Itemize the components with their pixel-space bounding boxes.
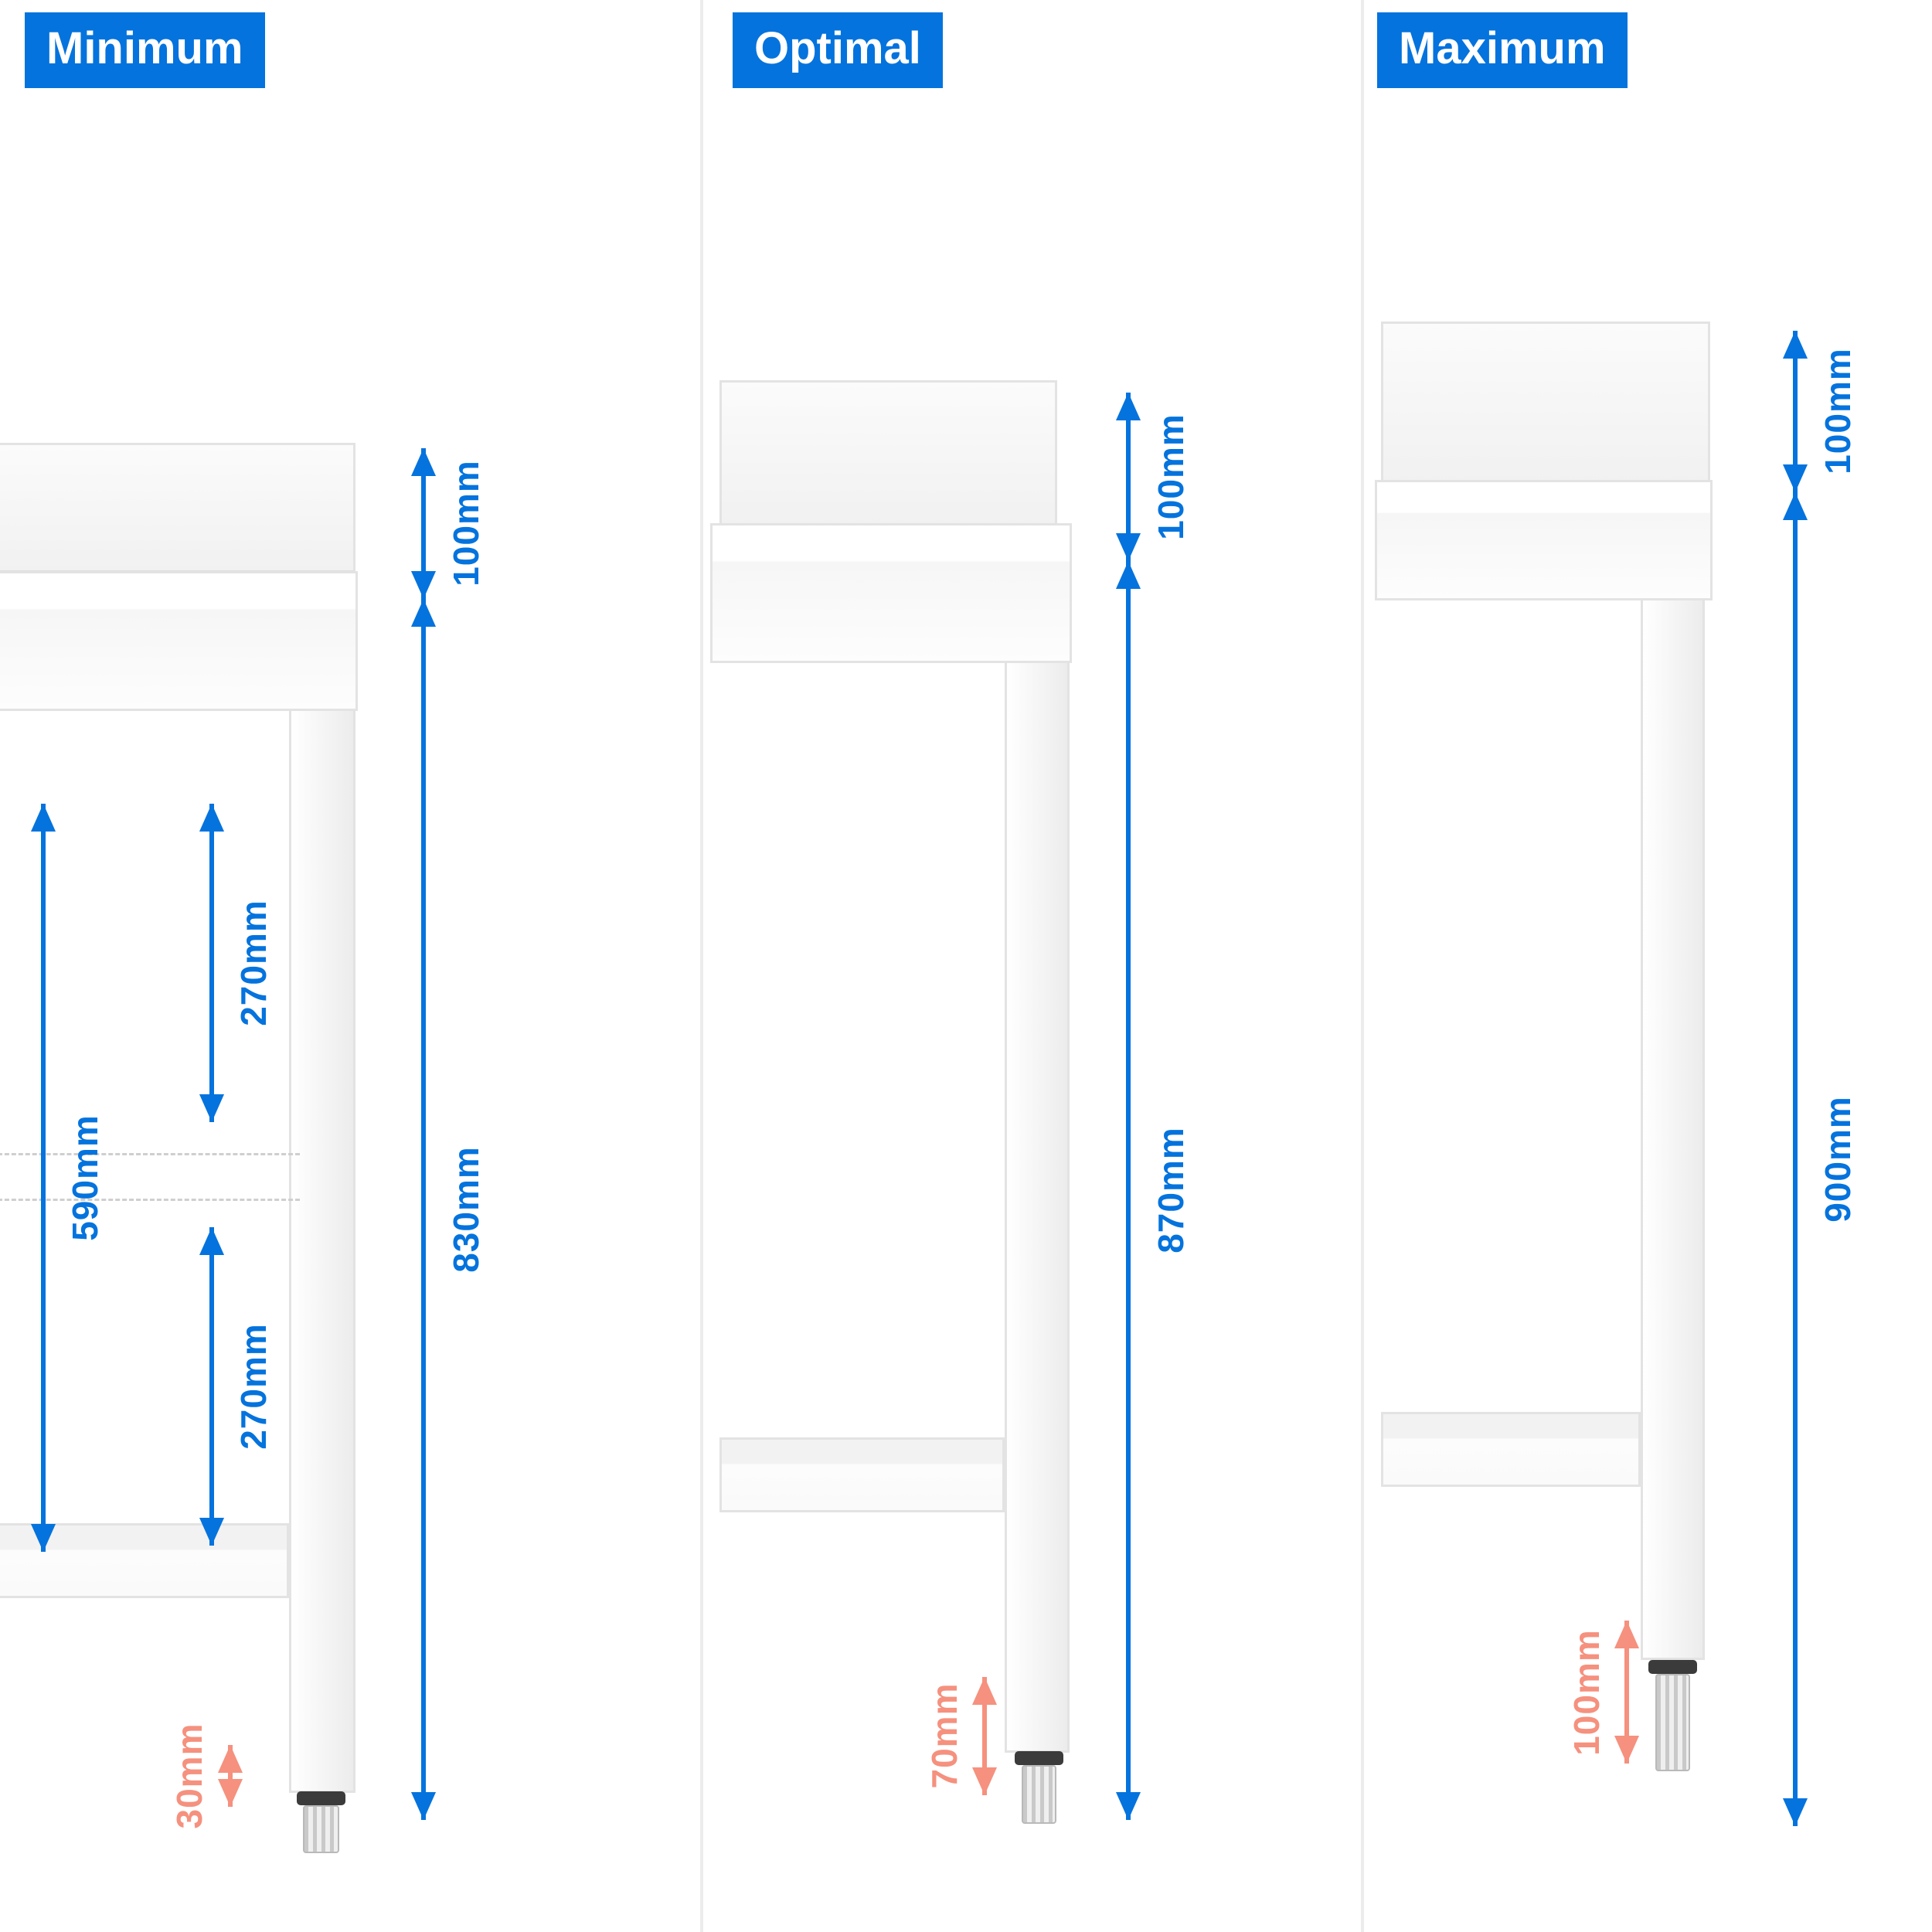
dim-line-total-height: [411, 599, 436, 1820]
backsplash: [719, 380, 1057, 531]
dim-label-backsplash: 100mm: [1818, 348, 1858, 474]
arrow-up-icon: [199, 804, 224, 832]
tabletop: [0, 571, 358, 711]
dim-label-total-height: 830mm: [446, 1146, 486, 1273]
arrow-up-icon: [972, 1677, 997, 1705]
arrow-up-icon: [411, 599, 436, 627]
arrow-down-icon: [1614, 1736, 1639, 1764]
arrow-down-icon: [199, 1094, 224, 1122]
dim-line-lower-section: [199, 1227, 224, 1546]
panel-divider: [700, 0, 703, 1932]
dim-line-foot: [1614, 1621, 1639, 1764]
arrow-down-icon: [1783, 1798, 1808, 1826]
arrow-up-icon: [411, 448, 436, 476]
backsplash: [1381, 321, 1710, 488]
dim-label-foot: 30mm: [169, 1723, 209, 1829]
arrow-up-icon: [199, 1227, 224, 1255]
dim-label-total-height: 870mm: [1151, 1127, 1191, 1253]
dim-label-lower-section: 270mm: [233, 1323, 274, 1450]
arrow-down-icon: [1116, 1792, 1141, 1820]
dim-line-upper-section: [199, 804, 224, 1122]
foot-collar: [297, 1791, 345, 1805]
adjustable-foot: [1022, 1765, 1056, 1824]
arrow-down-icon: [1783, 464, 1808, 492]
dim-label-inner-height: 590mm: [65, 1114, 105, 1241]
dim-line-total-height: [1116, 561, 1141, 1820]
arrow-down-icon: [411, 1792, 436, 1820]
arrow-up-icon: [1783, 492, 1808, 520]
backsplash: [0, 443, 355, 576]
table-leg: [1005, 663, 1070, 1753]
table-leg: [289, 711, 355, 1793]
arrow-up-icon: [31, 804, 56, 832]
dim-line-backsplash: [411, 448, 436, 599]
table-leg: [1641, 600, 1705, 1660]
arrow-down-icon: [218, 1779, 243, 1807]
arrow-down-icon: [31, 1524, 56, 1552]
dim-label-upper-section: 270mm: [233, 900, 274, 1026]
foot-collar: [1648, 1660, 1697, 1674]
arrow-down-icon: [972, 1767, 997, 1795]
dim-label-backsplash: 100mm: [1151, 413, 1191, 540]
arrow-down-icon: [1116, 533, 1141, 561]
arrow-up-icon: [1783, 331, 1808, 359]
fold-dashed-line: [0, 1199, 300, 1201]
dim-label-backsplash: 100mm: [446, 460, 486, 587]
adjustable-foot: [303, 1805, 339, 1853]
arrow-down-icon: [411, 571, 436, 599]
tabletop: [1375, 480, 1713, 600]
lower-shelf: [1381, 1412, 1641, 1487]
dim-label-total-height: 900mm: [1818, 1096, 1858, 1223]
panel-header-optimal: Optimal: [733, 12, 943, 88]
lower-shelf: [719, 1437, 1005, 1512]
dim-line-foot: [218, 1745, 243, 1807]
dim-label-foot: 70mm: [924, 1682, 964, 1789]
arrow-up-icon: [1614, 1621, 1639, 1648]
dim-label-foot: 100mm: [1566, 1629, 1607, 1756]
tabletop: [710, 523, 1072, 663]
dim-line-foot: [972, 1677, 997, 1795]
arrow-down-icon: [199, 1518, 224, 1546]
panel-header-minimum: Minimum: [25, 12, 265, 88]
dim-line-backsplash: [1783, 331, 1808, 492]
foot-collar: [1015, 1751, 1063, 1765]
panel-divider: [1361, 0, 1364, 1932]
adjustable-foot: [1655, 1674, 1690, 1771]
panel-header-maximum: Maximum: [1377, 12, 1628, 88]
dim-line-inner-height: [31, 804, 56, 1552]
arrow-up-icon: [218, 1745, 243, 1773]
dim-line-backsplash: [1116, 393, 1141, 561]
arrow-up-icon: [1116, 393, 1141, 420]
arrow-up-icon: [1116, 561, 1141, 589]
dim-line-total-height: [1783, 492, 1808, 1826]
fold-dashed-line: [0, 1153, 300, 1155]
